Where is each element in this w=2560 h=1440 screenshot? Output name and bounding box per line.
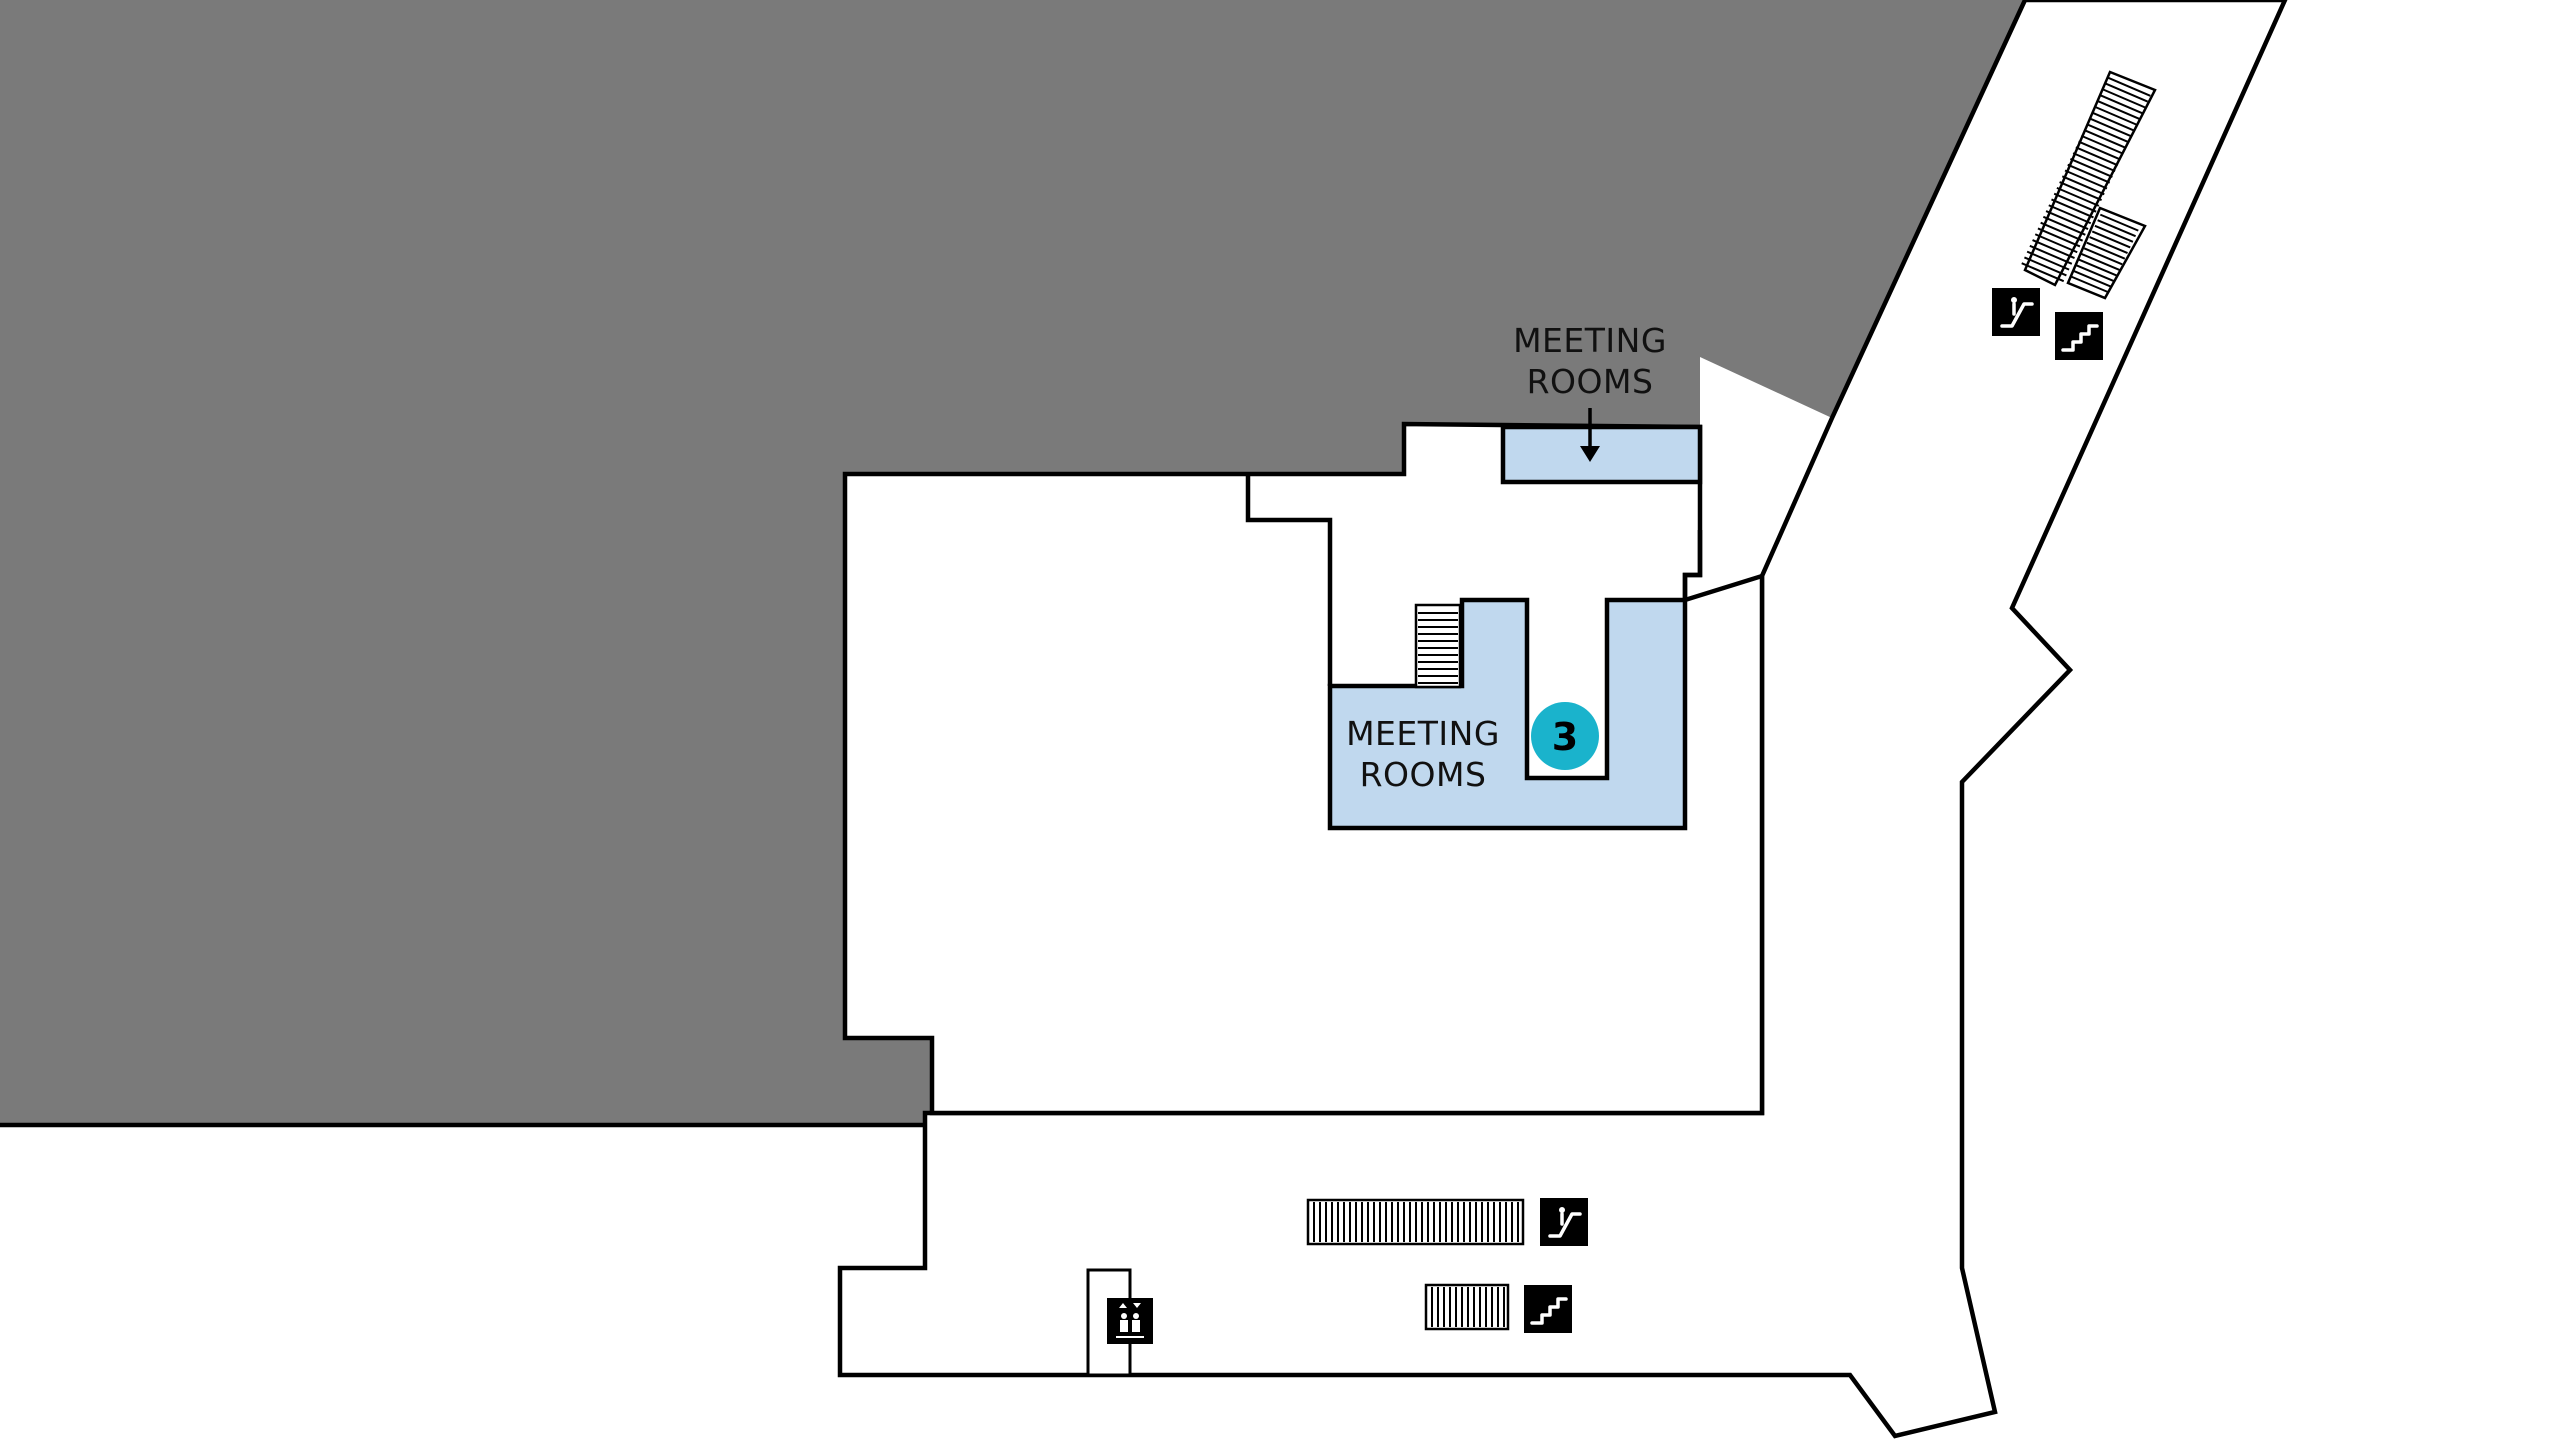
meeting-rooms-top-label-line2: ROOMS xyxy=(1527,362,1654,401)
elevator-icon xyxy=(1107,1298,1153,1344)
escalator-tread xyxy=(2029,244,2073,265)
meeting-rooms-main-label-line2: ROOMS xyxy=(1360,755,1487,794)
stair-tread xyxy=(2099,213,2139,232)
escalator-tread xyxy=(2032,239,2075,259)
escalator-tread xyxy=(2048,204,2092,225)
escalator-tread xyxy=(2070,157,2113,178)
escalator-tread xyxy=(2099,94,2143,115)
stair-tread xyxy=(2078,258,2118,277)
meeting-rooms-top-label-line1: MEETING xyxy=(1513,321,1667,360)
stair-tread xyxy=(2089,236,2128,254)
meeting-rooms-top-area[interactable] xyxy=(1500,424,1703,485)
inner-corridor-outline xyxy=(1245,474,1333,686)
arrow-down-icon xyxy=(1580,408,1600,462)
escalator-tread xyxy=(2021,262,2065,283)
escalator-tread xyxy=(2088,117,2132,138)
escalator-tread xyxy=(2067,163,2111,184)
escalator-tread xyxy=(2094,105,2138,126)
escalator-tread xyxy=(2040,221,2084,242)
escalator-tread xyxy=(2075,146,2119,167)
escalator-tread xyxy=(2107,76,2151,97)
stair-tread xyxy=(2094,224,2134,243)
escalator-tread xyxy=(2086,123,2130,144)
escalator-tread xyxy=(2034,233,2078,254)
stair-tread xyxy=(2070,275,2110,294)
escalator-tread xyxy=(2097,100,2140,120)
stairs-icon xyxy=(1524,1285,1572,1333)
floor-number-text: 3 xyxy=(1552,715,1578,759)
escalator-icon xyxy=(1540,1198,1588,1246)
escalator-tread xyxy=(2105,82,2148,103)
stair-tread xyxy=(2091,230,2131,249)
meeting-rooms-main-area[interactable] xyxy=(1327,597,1688,831)
stair-tread xyxy=(2097,219,2137,238)
meeting-area-stairs xyxy=(1414,603,1462,689)
escalator-tread xyxy=(2026,250,2070,271)
lower-stair-structure xyxy=(1424,1283,1510,1331)
adjacent-building-block xyxy=(0,0,2025,1125)
escalator-tread xyxy=(2080,134,2124,155)
upper-escalator-structure xyxy=(2021,70,2157,300)
escalator-tread xyxy=(2091,111,2135,132)
escalator-tread xyxy=(2078,140,2121,161)
stair-tread xyxy=(2072,269,2112,288)
stair-tread xyxy=(2083,247,2123,266)
floor-number-badge[interactable]: 3 xyxy=(1531,702,1599,770)
lower-escalator-structure xyxy=(1306,1198,1525,1246)
escalator-icon xyxy=(1992,288,2040,336)
escalator-tread xyxy=(2051,198,2094,219)
escalator-tread xyxy=(2037,227,2081,248)
stair-tread xyxy=(2086,241,2126,260)
escalator-tread xyxy=(2083,129,2127,149)
escalator-tread xyxy=(2056,186,2100,207)
inner-corridor-right-outline xyxy=(1682,530,1703,600)
escalator-tread xyxy=(2102,88,2146,109)
stair-tread xyxy=(2075,264,2115,283)
escalator-tread xyxy=(2045,210,2089,230)
escalator-tread xyxy=(2024,256,2067,277)
stair-tread xyxy=(2081,253,2120,271)
escalator-tread xyxy=(2053,192,2097,213)
escalator-tread xyxy=(2042,215,2086,236)
escalator-tread xyxy=(2061,175,2105,196)
stairs-icon xyxy=(2055,312,2103,360)
escalator-tread xyxy=(2059,181,2102,202)
escalator-tread xyxy=(2064,169,2108,190)
meeting-rooms-main-label-line1: MEETING xyxy=(1346,714,1500,753)
escalator-tread xyxy=(2072,152,2116,173)
